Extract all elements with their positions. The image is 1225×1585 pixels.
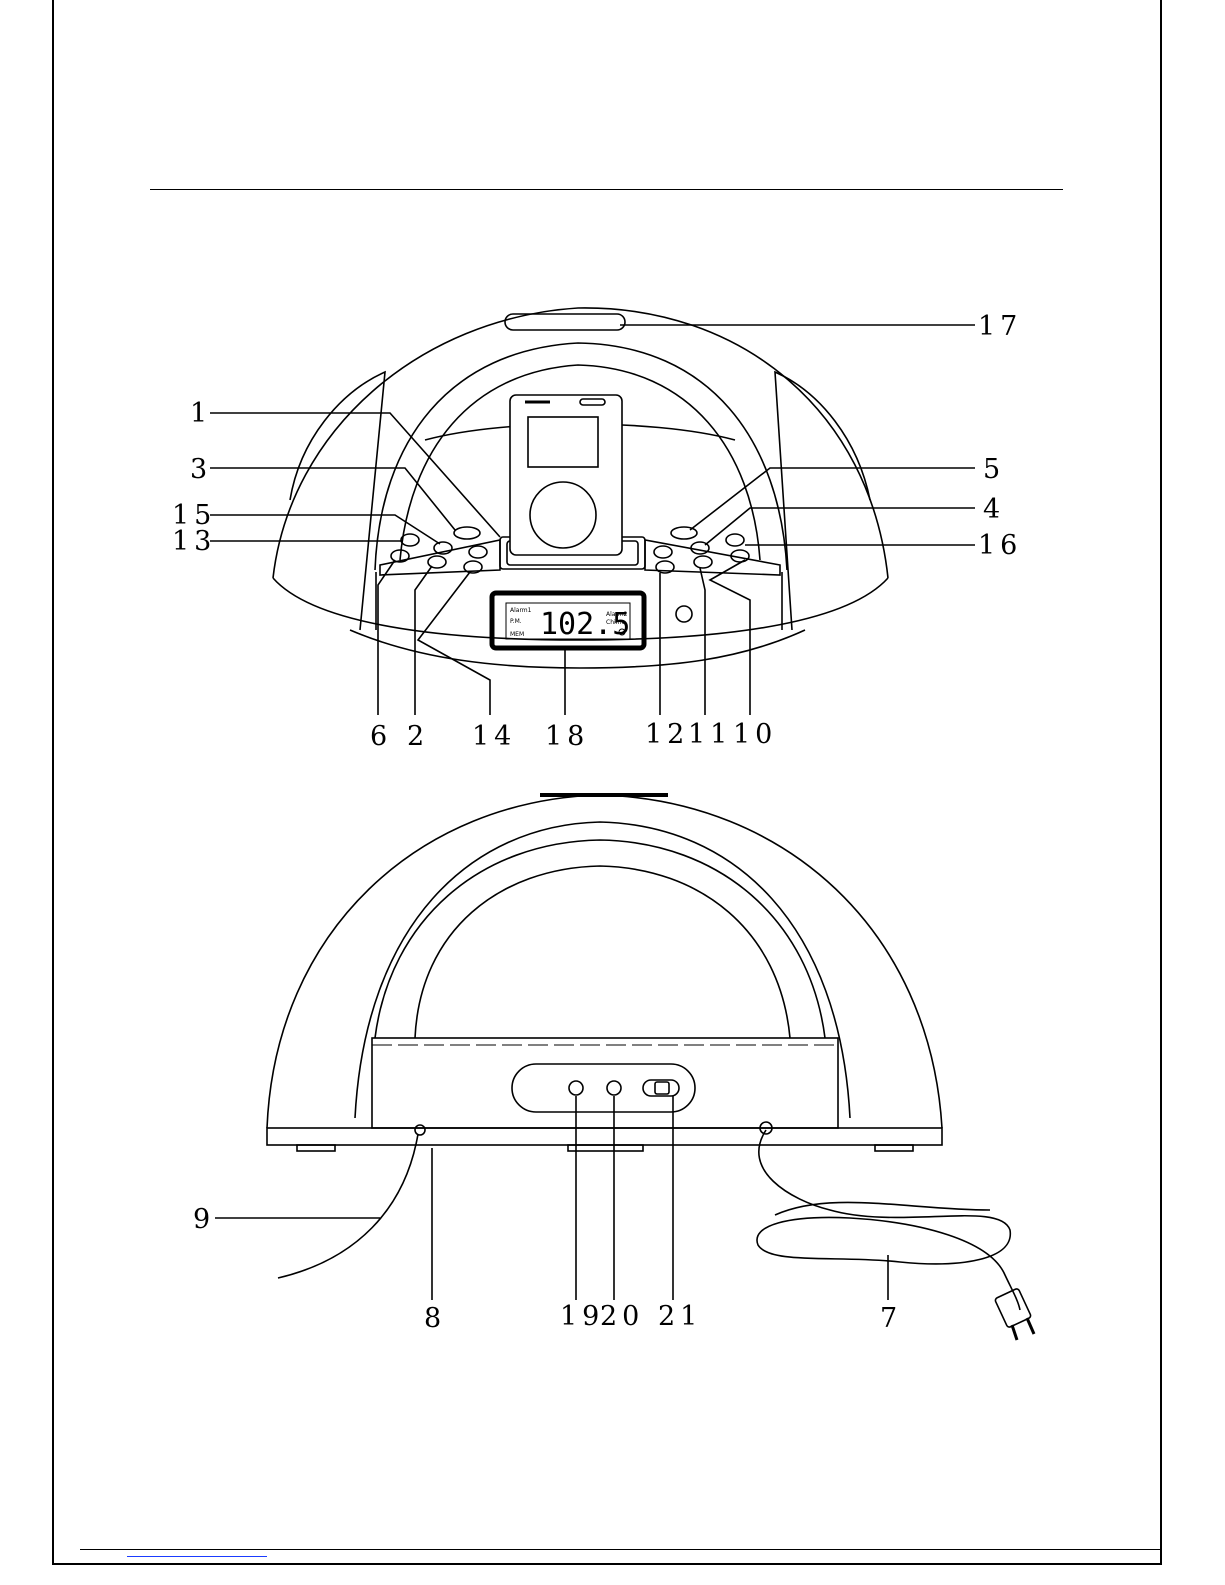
callout-4: 4 — [983, 494, 1005, 525]
plug-prong — [1027, 1318, 1034, 1334]
back-foot-left — [297, 1145, 335, 1151]
callout-18: 18 — [545, 721, 589, 752]
back-jack-plate — [512, 1064, 695, 1112]
back-view: 9 8 19 20 21 7 — [193, 795, 1034, 1340]
left-buttons — [391, 527, 487, 573]
button-12[interactable] — [654, 546, 672, 558]
leader-4 — [705, 508, 975, 545]
button-3[interactable] — [454, 527, 480, 539]
callout-8: 8 — [424, 1303, 446, 1334]
button-5[interactable] — [671, 527, 697, 539]
front-view: 102.5 Alarm1 P.M. MEM Alarm2 Chime 1 3 1… — [172, 308, 1022, 752]
lcd-alarm1: Alarm1 — [510, 607, 532, 614]
callout-19: 19 — [560, 1301, 604, 1332]
callout-17: 17 — [978, 311, 1022, 342]
button-11[interactable] — [694, 556, 712, 568]
leader-6 — [378, 560, 395, 715]
leader-5 — [690, 468, 975, 530]
back-dome-outline — [267, 795, 942, 1128]
callout-3: 3 — [190, 454, 212, 485]
callout-6: 6 — [370, 721, 392, 752]
callout-1: 1 — [190, 398, 212, 429]
lcd-pm: P.M. — [510, 618, 522, 625]
button-13[interactable] — [401, 534, 419, 546]
back-foot-center — [568, 1145, 643, 1151]
leader-1 — [210, 413, 500, 537]
ipod-body — [510, 395, 622, 555]
back-base — [267, 1128, 942, 1145]
callout-10: 10 — [733, 719, 777, 750]
callout-11: 11 — [688, 719, 732, 750]
plug-prong — [1012, 1325, 1017, 1340]
callout-14: 14 — [472, 721, 516, 752]
ir-sensor — [676, 606, 692, 622]
front-right-panel — [775, 372, 870, 630]
leader-3 — [210, 468, 455, 530]
callout-21: 21 — [658, 1301, 702, 1332]
lcd-mem: MEM — [510, 631, 524, 638]
callout-13: 13 — [172, 526, 216, 557]
button-16[interactable] — [726, 534, 744, 546]
back-inner-arch-2 — [375, 840, 825, 1038]
button-2[interactable] — [428, 556, 446, 568]
power-plug — [994, 1288, 1031, 1328]
switch-21-knob — [655, 1082, 669, 1094]
jack-20 — [607, 1081, 621, 1095]
front-left-panel — [290, 372, 385, 630]
jack-19 — [569, 1081, 583, 1095]
back-panel — [372, 1038, 838, 1128]
callout-16: 16 — [978, 530, 1022, 561]
antenna-wire — [278, 1134, 418, 1278]
back-foot-right — [875, 1145, 913, 1151]
back-inner-wall — [415, 866, 790, 1038]
leader-11 — [700, 568, 705, 715]
callout-5: 5 — [983, 454, 1005, 485]
callout-20: 20 — [600, 1301, 644, 1332]
leader-14 — [418, 572, 490, 715]
callout-9: 9 — [193, 1204, 215, 1235]
callout-7: 7 — [880, 1303, 902, 1334]
button-1[interactable] — [469, 546, 487, 558]
power-cord-loop — [775, 1202, 990, 1215]
antenna-port — [415, 1125, 425, 1135]
callout-12: 12 — [645, 719, 689, 750]
callout-2: 2 — [407, 721, 429, 752]
lcd-alarm2: Alarm2 — [606, 611, 628, 618]
lcd-chime: Chime — [606, 619, 626, 626]
leader-10 — [710, 560, 750, 715]
